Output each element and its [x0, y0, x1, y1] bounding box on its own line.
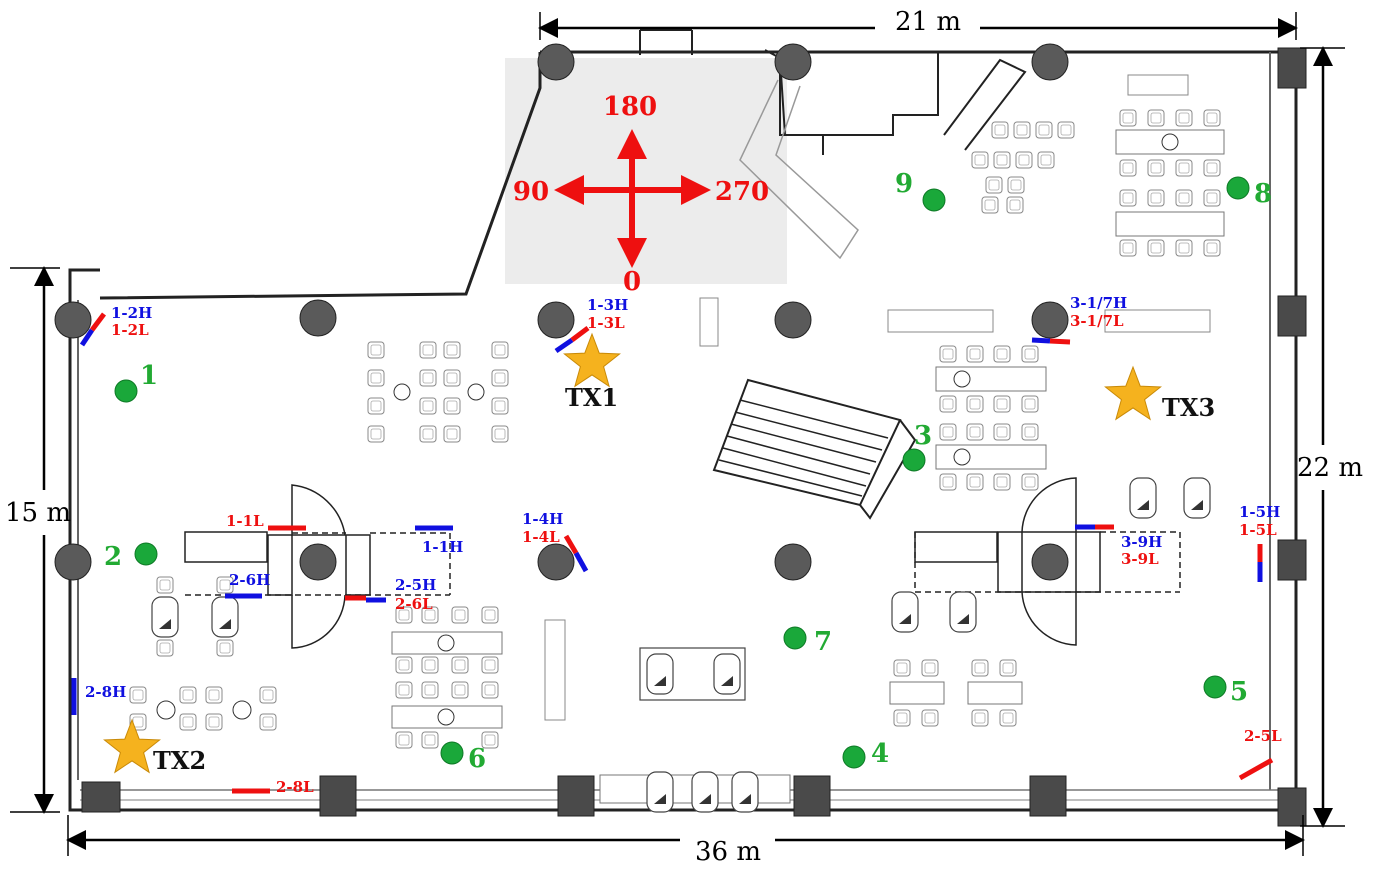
- antenna-2-5L: [1238, 757, 1274, 781]
- label-1-1H: 1-1H: [422, 538, 463, 556]
- label-1-4H: 1-4H: [522, 510, 563, 528]
- label-2-5L: 2-5L: [1244, 727, 1282, 745]
- receiver-7: [783, 626, 807, 650]
- receiver-4: [842, 745, 866, 769]
- label-2-6L: 2-6L: [395, 595, 433, 613]
- dimension-lines: [10, 12, 1345, 856]
- meeting-room-right: [914, 477, 1181, 646]
- antenna-1-3L: [570, 326, 590, 342]
- label-1-5L: 1-5L: [1239, 521, 1277, 539]
- receiver-5: [1203, 675, 1227, 699]
- chair-group-bottom-center: [391, 606, 503, 749]
- dimension-right-label: 22 m: [1297, 453, 1363, 483]
- label-2-8H: 2-8H: [85, 683, 126, 701]
- antenna-3-1-7L: [1049, 338, 1071, 345]
- antenna-markers: [71, 312, 1274, 794]
- bottom-booths: [599, 771, 791, 813]
- transmitter-stars: [103, 332, 1162, 774]
- antenna-1-4H: [573, 551, 589, 573]
- chair-group-center-right: [935, 345, 1047, 491]
- antenna-1-2L: [90, 312, 106, 332]
- receiver-3: [902, 448, 926, 472]
- label-3-9L: 3-9L: [1121, 550, 1159, 568]
- chair-group-top-right: [1115, 109, 1225, 257]
- receiver-labels: 1 2 3 4 5 6 7 8 9: [104, 169, 1272, 774]
- tx2-star: [103, 718, 161, 774]
- compass-west-label: 90: [513, 177, 549, 207]
- antenna-3-1-7H: [1031, 337, 1051, 344]
- chair-group-top-mid: [971, 121, 1075, 214]
- interior-walls: [639, 29, 1027, 155]
- compass-north-label: 180: [603, 92, 657, 122]
- label-3-1-7H: 3-1/7H: [1070, 294, 1127, 312]
- compass-east-label: 270: [715, 177, 769, 207]
- chair-group-center-left: [367, 341, 509, 443]
- antenna-1-2H: [79, 328, 95, 347]
- antenna-1-3H: [554, 337, 574, 354]
- label-2-5H: 2-5H: [395, 576, 436, 594]
- label-1-2H: 1-2H: [111, 304, 152, 322]
- receiver-2-label: 2: [104, 542, 122, 572]
- dimension-bottom-label: 36 m: [695, 837, 761, 867]
- kiosk-center: [639, 647, 746, 701]
- label-1-3H: 1-3H: [587, 296, 628, 314]
- compass: [554, 129, 711, 268]
- wall-columns: [81, 47, 1307, 827]
- antenna-labels: 1-2H 1-2L 1-3H 1-3L 3-1/7H 3-1/7L 1-1L 1…: [85, 294, 1282, 796]
- label-2-8L: 2-8L: [276, 778, 314, 796]
- dimension-top-label: 21 m: [895, 7, 961, 37]
- receiver-2: [134, 542, 158, 566]
- receiver-6: [440, 741, 464, 765]
- tx1-label: TX1: [565, 383, 618, 412]
- receiver-9-label: 9: [895, 169, 913, 199]
- receiver-6-label: 6: [468, 744, 486, 774]
- label-1-3L: 1-3L: [587, 314, 625, 332]
- tx2-label: TX2: [153, 746, 206, 775]
- receiver-3-label: 3: [914, 421, 932, 451]
- tx3-label: TX3: [1162, 393, 1215, 422]
- dimension-left-label: 15 m: [5, 498, 71, 528]
- chair-group-bottom-left: [129, 576, 277, 731]
- receiver-7-label: 7: [814, 627, 832, 657]
- receiver-5-label: 5: [1230, 677, 1248, 707]
- receiver-points: [114, 176, 1250, 769]
- receiver-1-label: 1: [140, 361, 158, 391]
- label-3-1-7L: 3-1/7L: [1070, 312, 1124, 330]
- furniture: [129, 109, 1225, 813]
- tx3-star: [1104, 365, 1162, 421]
- shelf-units: [544, 74, 1211, 721]
- label-3-9H: 3-9H: [1121, 533, 1162, 551]
- antenna-1-4L: [563, 534, 579, 555]
- label-1-5H: 1-5H: [1239, 503, 1280, 521]
- receiver-1: [114, 379, 138, 403]
- label-2-6H: 2-6H: [229, 571, 270, 589]
- label-1-2L: 1-2L: [111, 321, 149, 339]
- label-1-4L: 1-4L: [522, 528, 560, 546]
- tx1-star: [563, 332, 621, 388]
- receiver-8: [1226, 176, 1250, 200]
- chair-group-bottom-right: [889, 477, 1211, 727]
- staircase: [712, 378, 917, 520]
- compass-south-label: 0: [623, 267, 641, 297]
- reception-desk: [739, 79, 859, 260]
- receiver-9: [922, 188, 946, 212]
- pillars: [54, 43, 1069, 581]
- receiver-8-label: 8: [1254, 179, 1272, 209]
- label-1-1L: 1-1L: [226, 512, 264, 530]
- receiver-4-label: 4: [871, 739, 889, 769]
